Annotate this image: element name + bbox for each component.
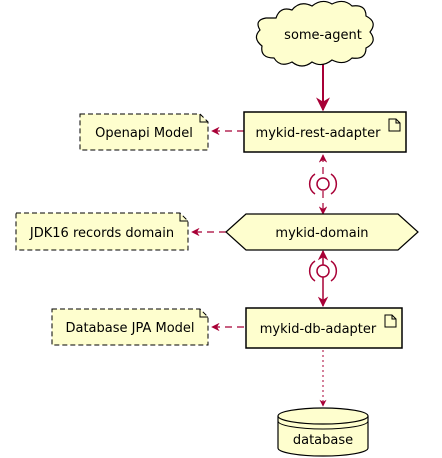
note-fold xyxy=(179,213,188,222)
note-shape xyxy=(51,308,209,346)
node-db-adapter: mykid-db-adapter xyxy=(245,307,403,349)
cylinder-top xyxy=(277,407,369,425)
note-shape xyxy=(15,212,189,251)
artifact-icon xyxy=(384,314,397,328)
label-jpa-model: Database JPA Model xyxy=(65,321,194,336)
artifact-box xyxy=(245,307,403,349)
node-some-agent: some-agent xyxy=(255,0,374,67)
note-records-domain: JDK16 records domain xyxy=(15,212,189,251)
node-database: database xyxy=(277,407,369,457)
artifact-icon xyxy=(388,118,401,132)
hexagon-shape xyxy=(225,213,419,251)
note-openapi-model: Openapi Model xyxy=(79,113,209,151)
label-records-domain: JDK16 records domain xyxy=(29,226,174,241)
note-jpa-model: Database JPA Model xyxy=(51,308,209,346)
node-mykid-domain: mykid-domain xyxy=(225,213,419,251)
artifact-box xyxy=(243,111,407,153)
note-shape xyxy=(79,113,209,151)
connectors xyxy=(191,62,338,407)
label-rest-adapter: mykid-rest-adapter xyxy=(256,126,382,141)
cylinder-rim xyxy=(277,420,369,430)
cloud-shape xyxy=(255,0,374,67)
label-database: database xyxy=(293,433,353,448)
label-openapi-model: Openapi Model xyxy=(95,126,193,141)
note-fold xyxy=(199,114,208,123)
note-fold xyxy=(199,309,208,318)
interface-lollipop-lower xyxy=(308,260,338,282)
label-mykid-domain: mykid-domain xyxy=(275,226,368,241)
label-db-adapter: mykid-db-adapter xyxy=(260,322,377,337)
label-some-agent: some-agent xyxy=(284,28,362,43)
cylinder-body xyxy=(277,416,369,457)
interface-lollipop-upper xyxy=(308,173,338,195)
node-rest-adapter: mykid-rest-adapter xyxy=(243,111,407,153)
